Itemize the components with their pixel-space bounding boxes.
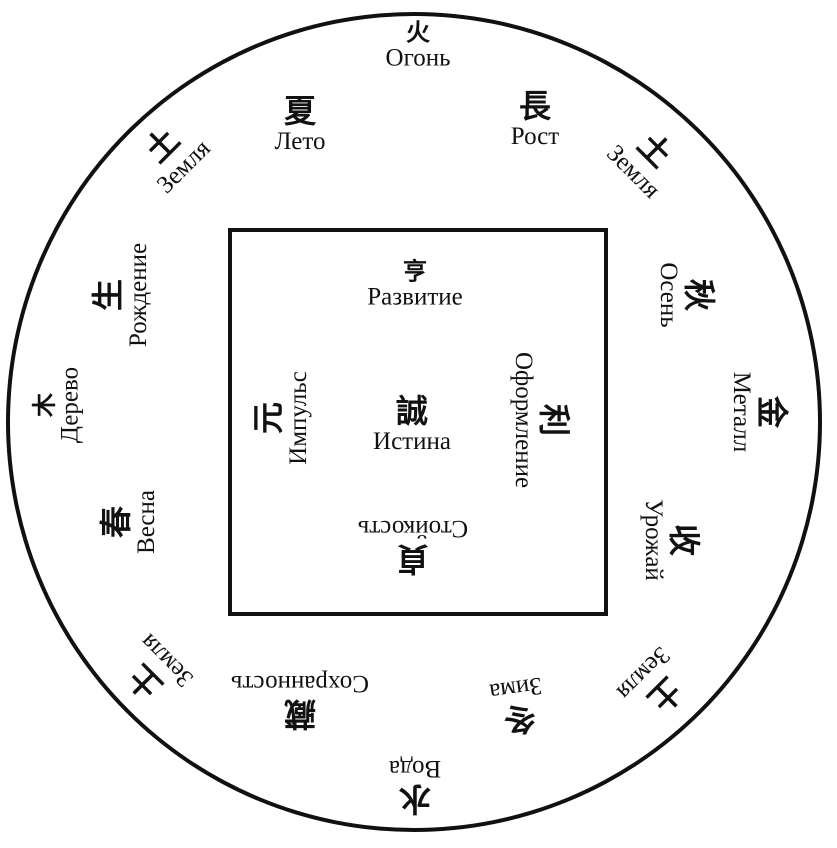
char: 水 <box>399 779 432 818</box>
text: Дерево <box>56 366 84 444</box>
char: 藏 <box>283 694 317 733</box>
char: 秋 <box>679 278 718 311</box>
text: Осень <box>655 262 683 328</box>
text: Рождение <box>124 242 152 348</box>
char: 生 <box>89 278 128 312</box>
char: 收 <box>664 523 703 557</box>
char: 春 <box>97 506 136 539</box>
text: Рост <box>510 122 560 150</box>
outer-circle <box>6 12 822 832</box>
char: 長 <box>518 87 551 126</box>
text: Вода <box>388 755 442 783</box>
text: Истина <box>373 427 451 455</box>
char: 利 <box>534 403 573 436</box>
text: Импульс <box>284 371 312 465</box>
char: 火 <box>406 18 430 47</box>
char: 貞 <box>397 539 430 578</box>
text: Урожай <box>640 499 668 581</box>
text: Сохранность <box>231 670 369 698</box>
text: Лето <box>274 127 326 155</box>
inner-square <box>228 228 608 616</box>
text: Весна <box>132 490 160 554</box>
text: Металл <box>728 371 756 453</box>
char: 元 <box>249 401 288 435</box>
text: Стойкость <box>357 515 469 543</box>
char: 夏 <box>283 92 317 131</box>
text: Огонь <box>385 44 451 72</box>
char: 誠 <box>395 392 428 431</box>
char: 金 <box>752 395 791 428</box>
char: 亨 <box>403 257 427 286</box>
char: 冬 <box>501 697 539 740</box>
text: Развитие <box>367 283 463 311</box>
text: Оформление <box>510 351 538 489</box>
char: 木 <box>30 393 59 417</box>
